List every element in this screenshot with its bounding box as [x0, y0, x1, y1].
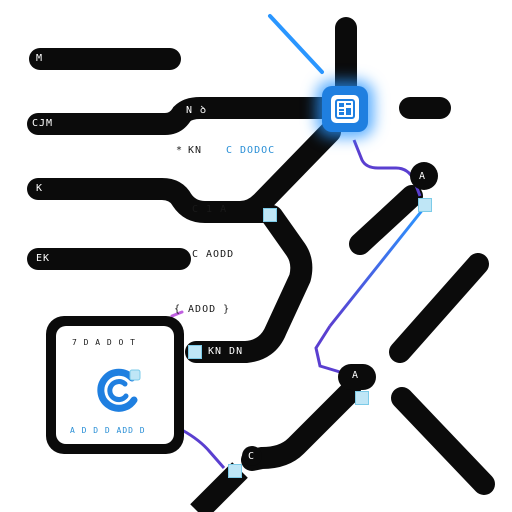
lower-badge[interactable]	[338, 364, 376, 390]
node-square-1[interactable]	[263, 208, 277, 222]
label-row3-b: KN	[188, 145, 203, 156]
central-hub[interactable]	[322, 86, 368, 132]
right-diag-bottom	[391, 387, 495, 495]
purple-elbow	[314, 325, 341, 374]
hub-face	[331, 95, 359, 123]
right-short-diag	[349, 185, 423, 255]
lower-circle[interactable]	[242, 446, 262, 466]
label-row2-tag: N ꝺ	[186, 105, 208, 116]
bar-row4	[27, 178, 273, 223]
node-square-3[interactable]	[418, 198, 432, 212]
card-top-text: 7 D A D O T	[72, 338, 136, 347]
refresh-logo-icon	[97, 368, 141, 412]
logo-card[interactable]: 7 D A D O T A D D D ADD D	[46, 316, 184, 454]
node-square-5[interactable]	[228, 464, 242, 478]
label-row3-right: C DODOC	[226, 145, 276, 156]
grid-icon	[335, 99, 355, 119]
label-row5-right: C AODD	[192, 249, 235, 260]
card-bottom-text: A D D D ADD D	[70, 426, 146, 435]
bar-row2	[27, 97, 333, 135]
magenta-tick	[170, 310, 184, 318]
label-row5-left: EK	[36, 253, 51, 264]
label-top-left: M	[36, 53, 44, 64]
node-square-2[interactable]	[188, 345, 202, 359]
card-face: 7 D A D O T A D D D ADD D	[56, 326, 174, 444]
lower-badge-label: A	[352, 370, 360, 381]
right-badge-label: A	[419, 171, 427, 182]
label-row4-left: K	[36, 183, 44, 194]
blue-diagonal	[328, 207, 426, 327]
label-row6: { ADOD }	[174, 304, 231, 315]
top-blue-line	[268, 14, 324, 74]
zigzag-trace	[185, 205, 313, 363]
right-badge[interactable]	[410, 162, 438, 190]
label-mid-tag: KN DN	[208, 346, 244, 357]
card-purple-lead	[181, 428, 226, 469]
right-diag-top	[389, 253, 489, 363]
label-row2-left: CJM	[32, 118, 54, 129]
node-square-4[interactable]	[355, 391, 369, 405]
lower-circle-label: C	[248, 451, 256, 462]
lower-diag	[241, 381, 361, 471]
label-row3-a: *	[176, 145, 184, 156]
label-row4-right: C 1 A	[192, 204, 228, 215]
diag-hub-down	[229, 121, 341, 223]
